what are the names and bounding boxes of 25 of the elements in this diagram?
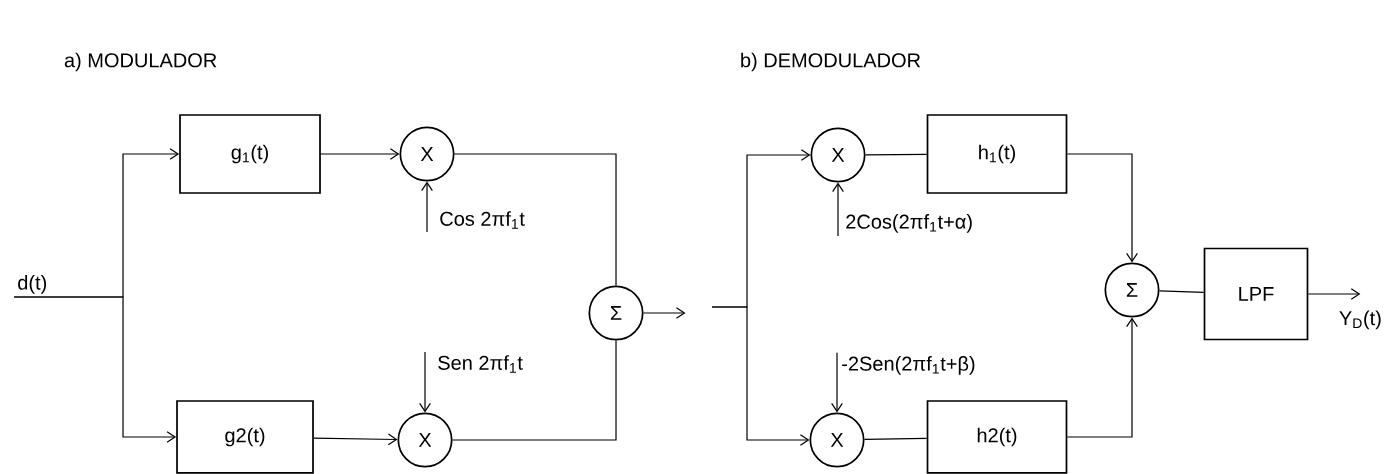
arrow [1307,288,1361,300]
signal-label: Cos 2πf$_{1}$t [440,211,525,229]
arrow [711,306,810,446]
arrow [421,181,433,233]
edge-label: Y$_{D}$(t) [1339,310,1381,330]
signal-label: -2Sen(2πf$_{1}$t+β) [842,356,975,375]
section-title: a) MODULADOR [64,52,217,72]
arrow [1066,153,1138,263]
arrow [320,148,400,160]
filter-box: h2(t) [926,400,1068,474]
filter-box: LPF [1203,247,1309,341]
arrow [313,433,398,446]
filter-box: g2(t) [176,400,314,474]
signal-label: d(t) [18,275,47,294]
arrow [13,296,177,443]
filter-box: g$_{1}$(t) [179,114,321,194]
signal-label: Sen 2πf$_{1}$t [438,355,523,373]
arrow [831,352,843,413]
arrow [642,307,686,319]
signal-label: 2Cos(2πf$_{1}$t+α) [846,214,972,233]
filter-box: h$_{1}$(t) [926,114,1068,194]
arrow [419,351,431,413]
arrow [832,182,844,237]
arrow [1066,317,1138,438]
section-title: b) DEMODULADOR [741,52,921,72]
